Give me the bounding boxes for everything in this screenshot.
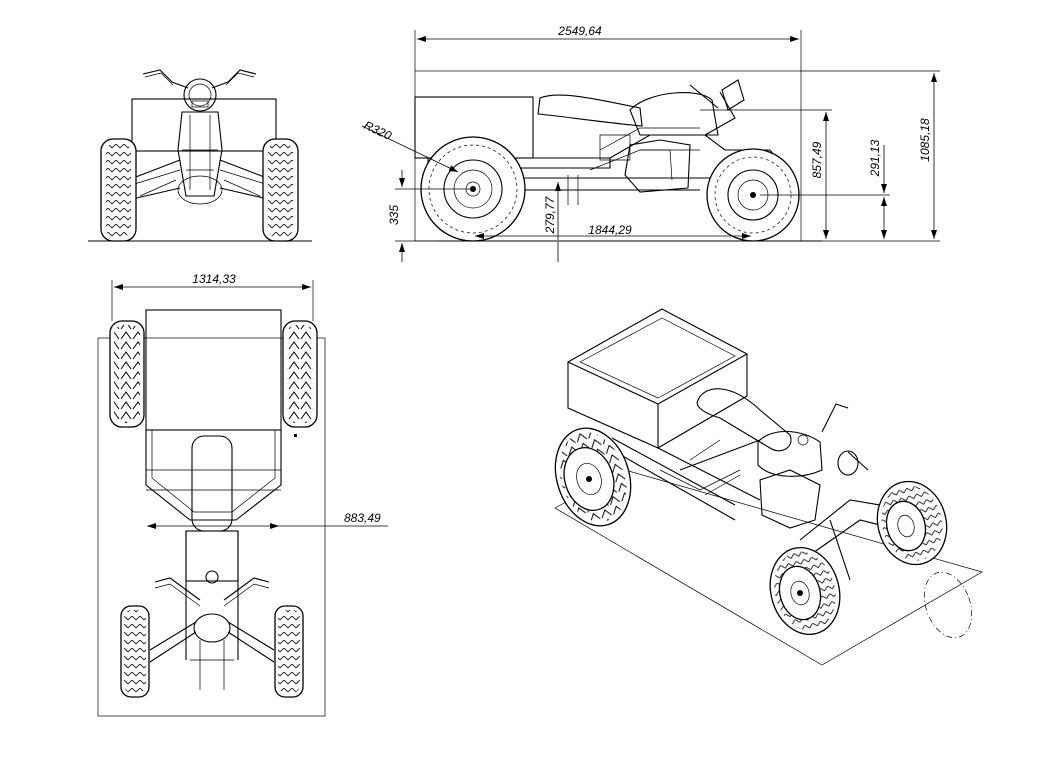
- side-view-headlight: [721, 79, 745, 111]
- top-view-fuel-tank: [185, 530, 239, 582]
- bed-height-label: 291,13: [868, 139, 882, 177]
- top-view-cargo-box: [145, 309, 282, 431]
- seat-height-label: 857,49: [810, 141, 824, 178]
- wheelbase-label: 1844,29: [588, 223, 632, 237]
- iso-frame: [611, 437, 761, 521]
- top-view-seat: [191, 435, 233, 532]
- front-view-headlight: [183, 78, 217, 112]
- iso-engine: [759, 469, 821, 529]
- overall-height-label: 1085,18: [918, 118, 932, 162]
- top-view-dimensions: 1314,33 883,49: [111, 272, 388, 529]
- iso-cargo-box: [567, 308, 748, 449]
- front-view-fork: [177, 111, 223, 197]
- bed-width-label: 883,49: [344, 511, 381, 525]
- side-view-dimensions: 2549,64 R320 335 279,77 1844,29 857,49 2…: [362, 24, 940, 262]
- top-view-rear-frame: [145, 430, 282, 521]
- top-view-handlebar: [154, 577, 270, 601]
- side-view: [414, 70, 822, 242]
- front-view: [88, 69, 312, 242]
- overall-length-label: 2549,64: [557, 24, 602, 38]
- isometric-view: [554, 308, 983, 666]
- iso-seat: [696, 388, 792, 452]
- iso-headlight: [837, 450, 859, 476]
- front-view-handlebar: [142, 69, 257, 89]
- side-view-seat: [537, 94, 643, 127]
- side-view-engine: [624, 139, 691, 193]
- frame-clearance-label: 279,77: [543, 195, 557, 234]
- iso-handlebar: [821, 403, 869, 471]
- top-view-envelope: [97, 337, 326, 717]
- axle-height-label: 335: [387, 205, 401, 225]
- overall-width-label: 1314,33: [192, 272, 236, 286]
- top-view: [97, 309, 326, 717]
- front-view-suspension-arms: [127, 159, 273, 201]
- wheel-radius-label: R320: [362, 118, 394, 143]
- top-view-front-suspension: [149, 621, 275, 663]
- side-view-fuel-tank: [629, 92, 719, 136]
- front-view-cargo-box: [131, 98, 277, 152]
- iso-fuel-tank: [757, 431, 823, 477]
